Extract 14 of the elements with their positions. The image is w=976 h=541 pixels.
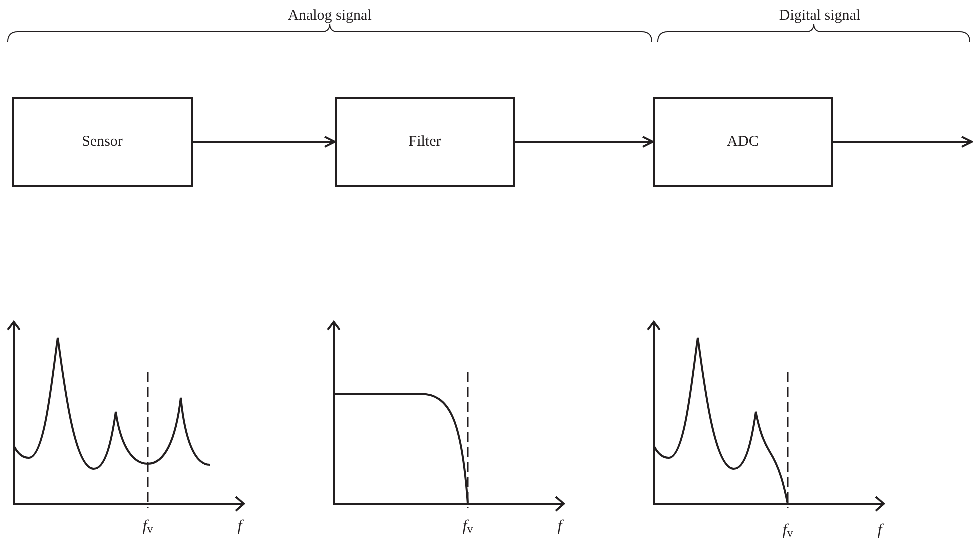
arrow	[515, 136, 654, 148]
axis-label: f$_{v}$	[462, 518, 474, 537]
process-box: ADC	[653, 97, 833, 187]
axis-label: f$_{v}$	[782, 522, 794, 541]
process-box: Filter	[335, 97, 515, 187]
axis-label: f	[558, 518, 562, 536]
section-label: Analog signal	[288, 8, 372, 25]
arrow	[193, 136, 336, 148]
axis-label: f$_{v}$	[142, 518, 154, 537]
process-box: Sensor	[12, 97, 193, 187]
section-label: Digital signal	[779, 8, 861, 25]
axis-label: f	[878, 522, 882, 540]
arrow	[833, 136, 973, 148]
axis-label: f	[238, 518, 242, 536]
